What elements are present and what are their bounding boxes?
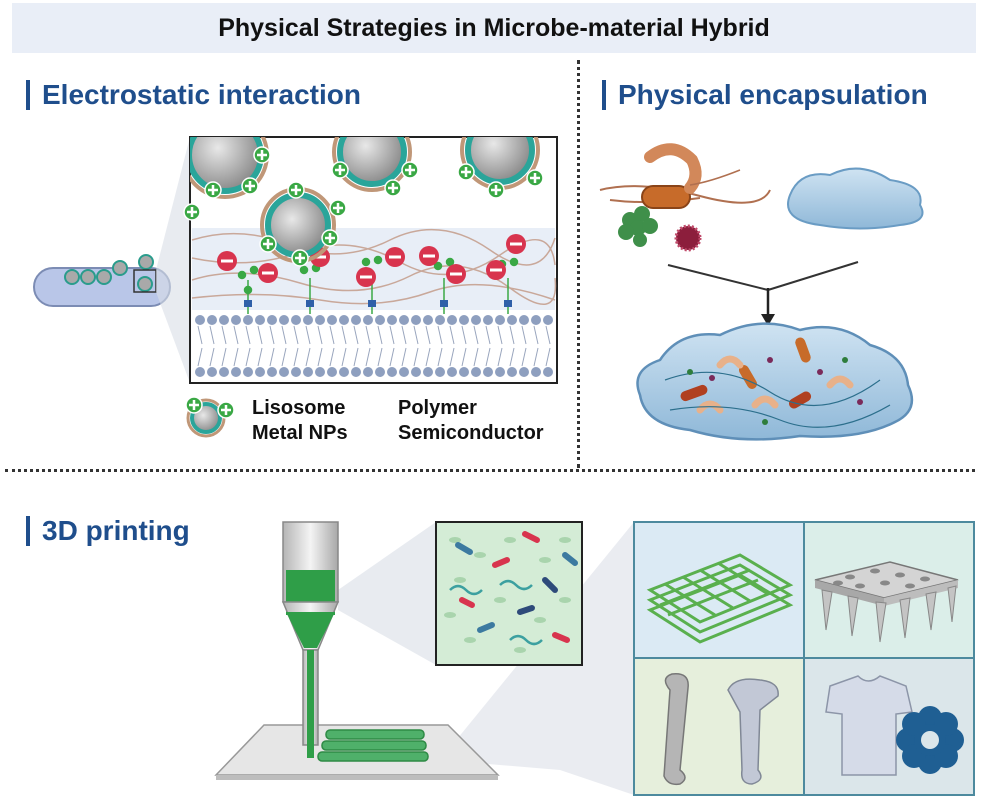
printed-layers: [317, 729, 429, 762]
negative-charges: [217, 234, 526, 287]
membrane-zoom-box: [183, 136, 558, 384]
bioink-zoom-box: [435, 521, 583, 666]
vertical-divider: [577, 60, 580, 468]
printing-diagram: [214, 521, 975, 796]
zoom-projection: [156, 137, 190, 383]
application-grid: [633, 521, 975, 796]
positive-charges: [183, 146, 544, 267]
encapsulation-diagram: [599, 143, 924, 441]
encapsulated-microbes: [664, 337, 891, 428]
textile-tshirt: [825, 675, 913, 776]
bacterial-cell-small: [33, 254, 171, 307]
hydrogel-blob: [787, 167, 924, 230]
section-title-electrostatic: Electrostatic interaction: [26, 80, 361, 110]
section-title-3d-printing: 3D printing: [26, 516, 190, 546]
horizontal-divider: [5, 469, 975, 472]
legend-label-semiconductor: Semiconductor: [398, 422, 544, 444]
microbes-group: [599, 143, 771, 252]
section-title-encapsulation: Physical encapsulation: [602, 80, 928, 110]
encapsulated-hydrogel: [636, 322, 914, 441]
legend-label-polymer: Polymer: [398, 397, 477, 419]
arrow-left: [667, 264, 769, 291]
legend-nanoparticle-icon: [185, 396, 235, 438]
electrostatic-diagram: [33, 136, 558, 438]
figure-title: Physical Strategies in Microbe-material …: [12, 3, 976, 53]
lattice-scaffold: [646, 553, 794, 644]
legend-positive-labels: Lisosome Metal NPs: [252, 396, 348, 446]
legend-label-lisosome: Lisosome: [252, 397, 346, 419]
gear-flower-icon: [896, 706, 964, 774]
legend-label-metal-nps: Metal NPs: [252, 422, 348, 444]
bone-implants: [663, 673, 779, 786]
arrow-right: [767, 261, 859, 291]
legend-negative-labels: Polymer Semiconductor: [398, 396, 544, 446]
microneedle-patch: [814, 561, 959, 643]
printer-nozzle: [281, 521, 340, 758]
